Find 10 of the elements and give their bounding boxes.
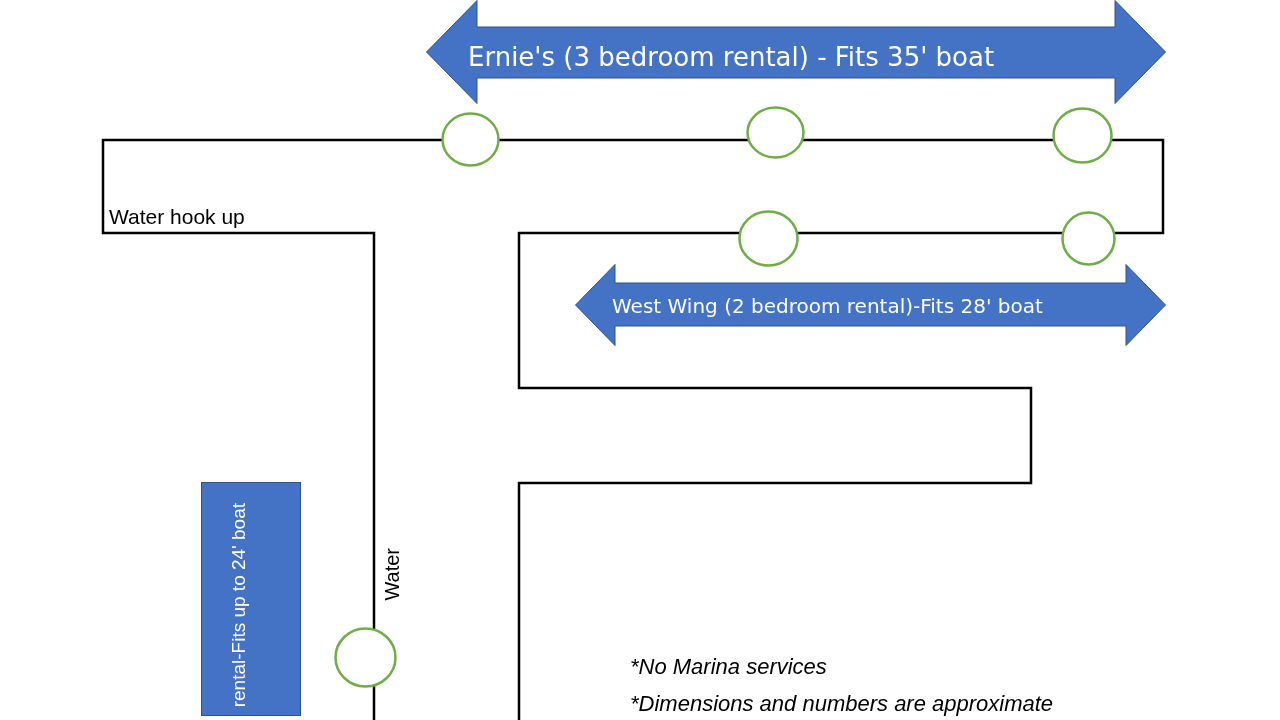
banner-rectangle xyxy=(201,482,301,716)
note-text: *No Marina services xyxy=(630,653,827,680)
double-arrow xyxy=(426,0,1166,104)
note-text: *Dimensions and numbers are approximate xyxy=(630,690,1054,717)
double-arrow xyxy=(575,264,1166,346)
banner-label: rental-Fits up to 24' boat xyxy=(227,502,250,707)
arrow-label: West Wing (2 bedroom rental)-Fits 28' boat xyxy=(612,293,1043,319)
area-label: Water hook up xyxy=(109,204,245,230)
arrow-label: Ernie's (3 bedroom rental) - Fits 35' boat xyxy=(468,41,995,73)
water-label: Water xyxy=(380,548,404,601)
